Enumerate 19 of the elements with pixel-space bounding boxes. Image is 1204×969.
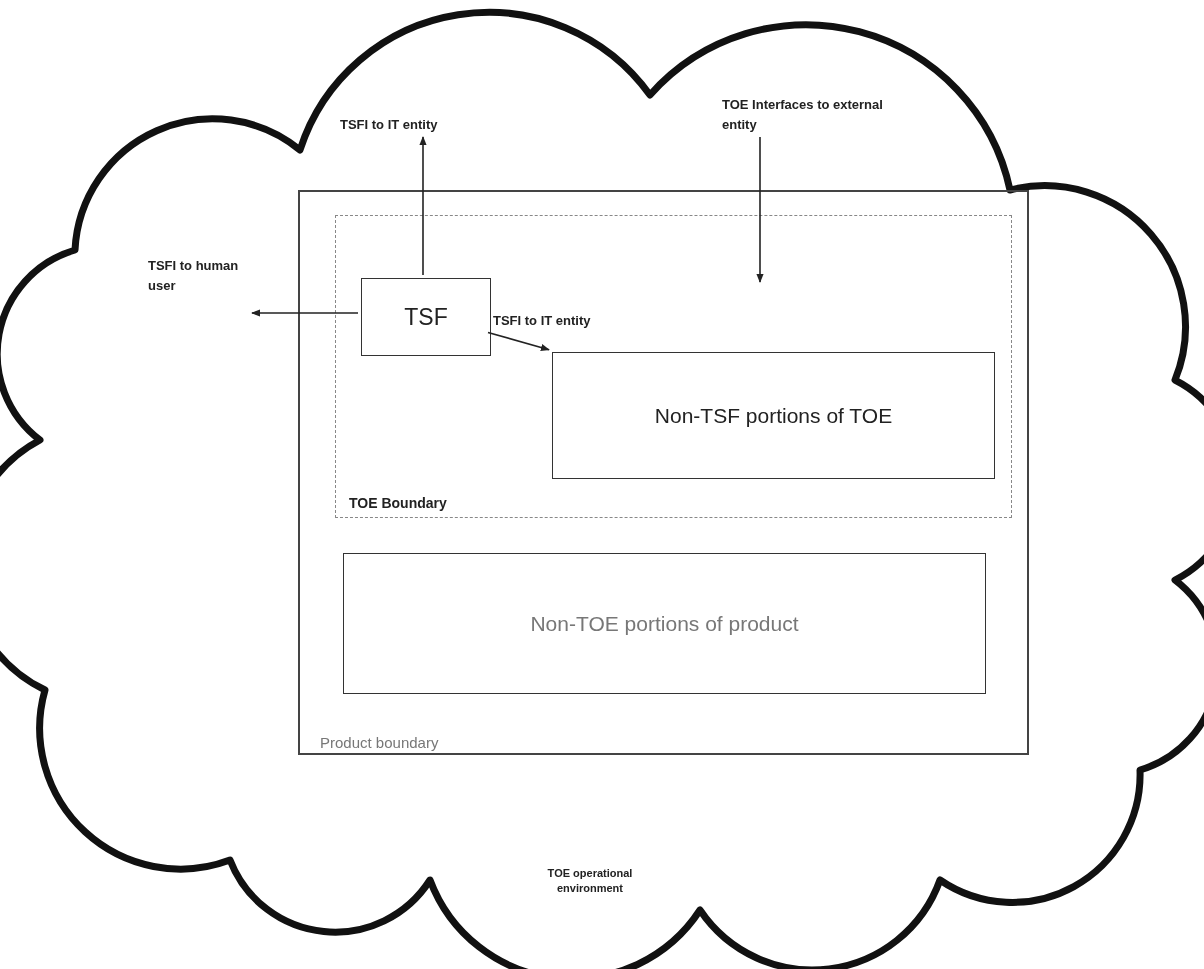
interface-label: TSFI to human user xyxy=(148,256,252,313)
component-box xyxy=(343,553,986,694)
component-label: Non-TOE portions of product xyxy=(530,611,799,636)
interface-label: TSFI to IT entity xyxy=(340,115,512,137)
component-box xyxy=(361,278,491,356)
component-label: TSF xyxy=(404,303,448,331)
arrow xyxy=(487,331,550,351)
arrow xyxy=(419,136,427,276)
edge-label: TSFI to IT entity xyxy=(493,313,591,328)
environment-label: TOE operational environment xyxy=(546,866,634,896)
component-box xyxy=(552,352,995,479)
boundary-label: TOE Boundary xyxy=(349,495,447,511)
boundary-frame xyxy=(298,190,1029,755)
boundary-label: Product boundary xyxy=(320,734,439,751)
boundary-frame xyxy=(335,215,1012,518)
component-label: Non-TSF portions of TOE xyxy=(654,403,893,428)
arrow xyxy=(251,309,359,317)
arrow xyxy=(756,136,764,283)
interface-label: TOE Interfaces to external entity xyxy=(722,95,900,137)
